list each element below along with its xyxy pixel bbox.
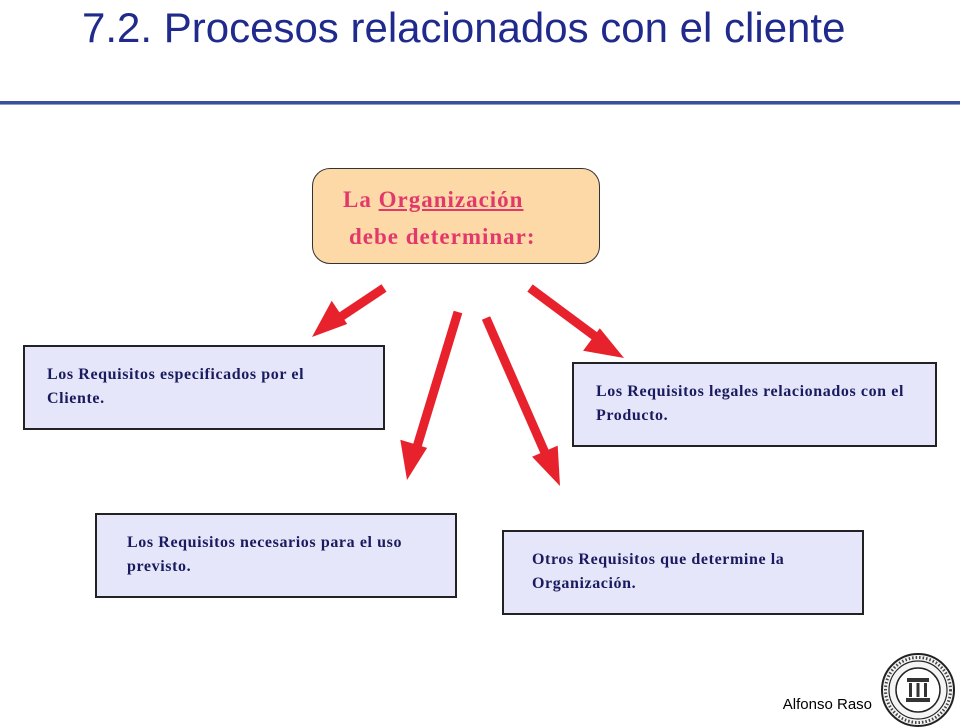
arrow-to-other-requirements [481,316,560,486]
central-prefix: La [343,187,379,212]
central-statement-line2: debe determinar: [349,224,536,249]
requirement-box-specified: Los Requisitos especificados por el Clie… [23,345,385,430]
requirement-box-other: Otros Requisitos que determine la Organi… [502,530,864,615]
requirement-box-legal: Los Requisitos legales relacionados con … [572,362,937,447]
requirement-text: Los Requisitos especificados por el Clie… [47,366,305,407]
central-statement-line1: La Organización [343,187,523,213]
arrow-to-intended-use-requirements [400,310,463,480]
university-seal-icon [881,653,955,727]
requirement-text: Los Requisitos legales relacionados con … [596,383,905,424]
central-statement-box: La Organización debe determinar: [312,168,600,264]
author-name: Alfonso Raso [782,696,872,713]
requirement-text: Los Requisitos necesarios para el uso pr… [127,534,403,575]
title-divider [0,101,960,105]
arrow-to-legal-requirements [527,284,624,358]
requirement-box-intended-use: Los Requisitos necesarios para el uso pr… [95,513,457,598]
arrow-to-specified-requirements [312,284,387,337]
slide-title: 7.2. Procesos relacionados con el client… [82,4,846,51]
central-underlined-word: Organización [378,187,524,212]
requirement-text: Otros Requisitos que determine la Organi… [532,551,785,592]
